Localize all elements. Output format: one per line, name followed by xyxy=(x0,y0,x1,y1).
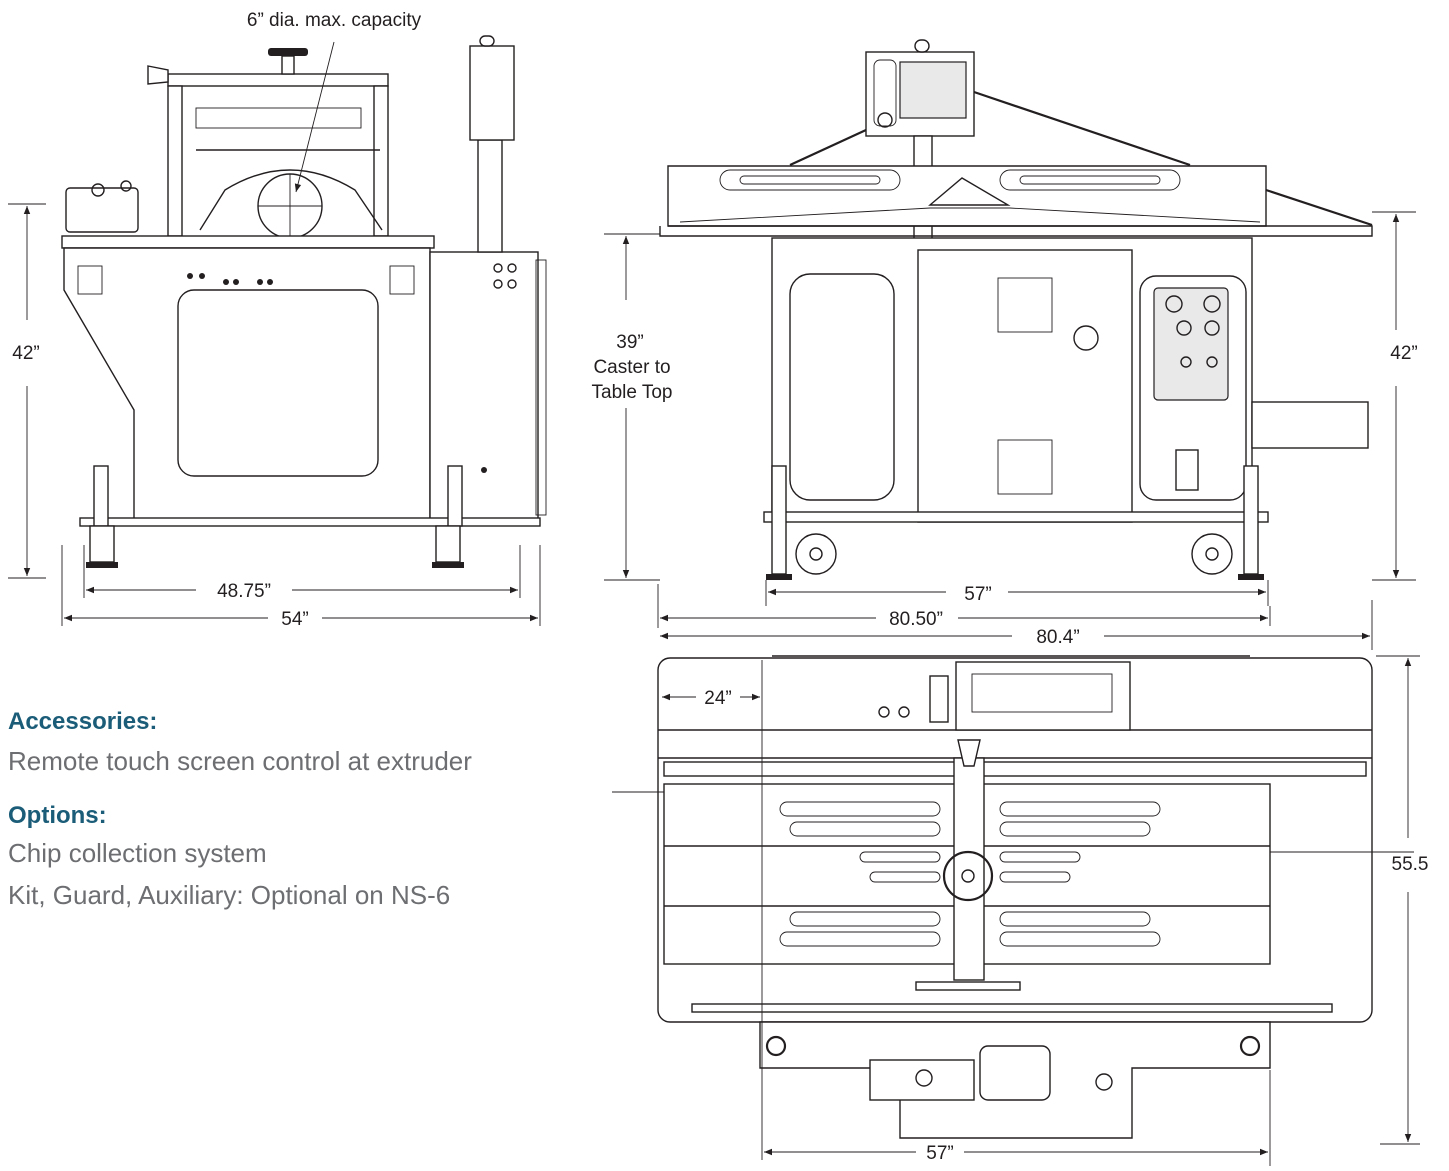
top-depth-dimension xyxy=(1270,655,1420,1145)
side-width-outer-label: 54” xyxy=(281,609,308,630)
capacity-leader-line xyxy=(294,41,335,193)
options-item-kit-guard: Kit, Guard, Auxiliary: Optional on NS-6 xyxy=(8,880,451,910)
side-height-label: 42” xyxy=(12,343,39,364)
label-background xyxy=(588,381,676,404)
label-background xyxy=(1388,853,1432,876)
front-width-inner-label: 57” xyxy=(964,584,991,605)
accessories-item: Remote touch screen control at extruder xyxy=(8,746,472,776)
label-background xyxy=(701,687,735,710)
side-view-machine xyxy=(61,35,547,568)
side-width-inner-label: 48.75” xyxy=(217,581,271,602)
top-offset-label: 24” xyxy=(704,688,731,709)
top-base-width-dimension xyxy=(764,1070,1271,1166)
side-height-dimension xyxy=(8,203,46,579)
front-width-outer-label: 80.50” xyxy=(889,609,943,630)
front-height-dimension xyxy=(1372,211,1416,581)
top-offset-dimension xyxy=(662,660,763,1160)
caster-height-dimension xyxy=(604,233,660,581)
label-background xyxy=(1387,342,1421,365)
top-depth-label: 55.5 xyxy=(1392,854,1429,875)
label-background xyxy=(278,608,312,631)
side-width-inner-dimension xyxy=(83,545,521,598)
front-width-inner-dimension xyxy=(765,580,1269,606)
options-heading: Options: xyxy=(8,802,107,829)
label-background xyxy=(961,583,995,606)
label-background xyxy=(9,342,43,365)
label-background xyxy=(214,580,274,603)
top-width-dimension xyxy=(660,600,1373,650)
capacity-note: 6” dia. max. capacity xyxy=(247,10,422,31)
caster-caption-line1: Caster to xyxy=(593,357,670,378)
front-view-machine xyxy=(659,39,1373,580)
accessories-heading: Accessories: xyxy=(8,708,158,735)
top-width-label: 80.4” xyxy=(1036,627,1079,648)
top-base-width-label: 57” xyxy=(926,1143,953,1164)
label-background xyxy=(243,9,425,32)
caster-height-label: 39” xyxy=(616,332,643,353)
front-width-outer-dimension xyxy=(657,584,1271,628)
caster-caption-line2: Table Top xyxy=(592,382,673,403)
front-height-label: 42” xyxy=(1390,343,1417,364)
side-width-outer-dimension xyxy=(61,545,541,626)
label-background xyxy=(590,356,674,379)
options-item-chip-collection: Chip collection system xyxy=(8,838,267,868)
label-background xyxy=(886,608,946,631)
top-view-machine xyxy=(657,655,1373,1139)
label-background xyxy=(923,1142,957,1165)
label-background xyxy=(1033,626,1083,649)
label-background xyxy=(613,331,647,354)
